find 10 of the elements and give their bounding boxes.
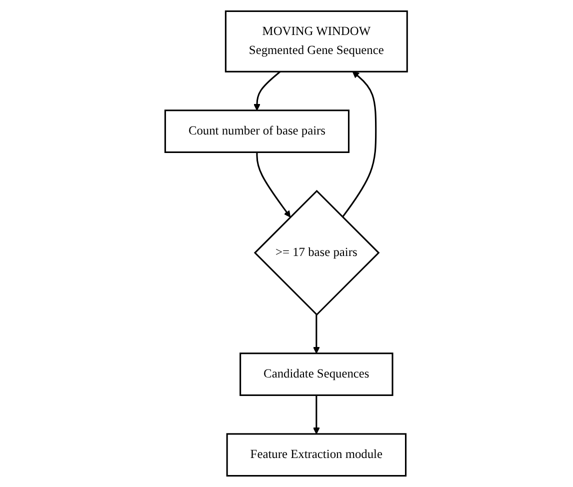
arrow: [313, 395, 320, 434]
node-box: Count number of base pairs: [164, 110, 350, 153]
node-box: Candidate Sequences: [240, 352, 394, 396]
arrow: [256, 152, 291, 218]
node-diamond: >= 17 base pairs: [254, 190, 380, 316]
node-box: Feature Extraction module: [226, 433, 407, 477]
node-box: MOVING WINDOW Segmented Gene Sequence: [225, 10, 408, 72]
arrow: [254, 71, 281, 111]
arrow: [342, 71, 377, 218]
arrow: [313, 314, 320, 354]
